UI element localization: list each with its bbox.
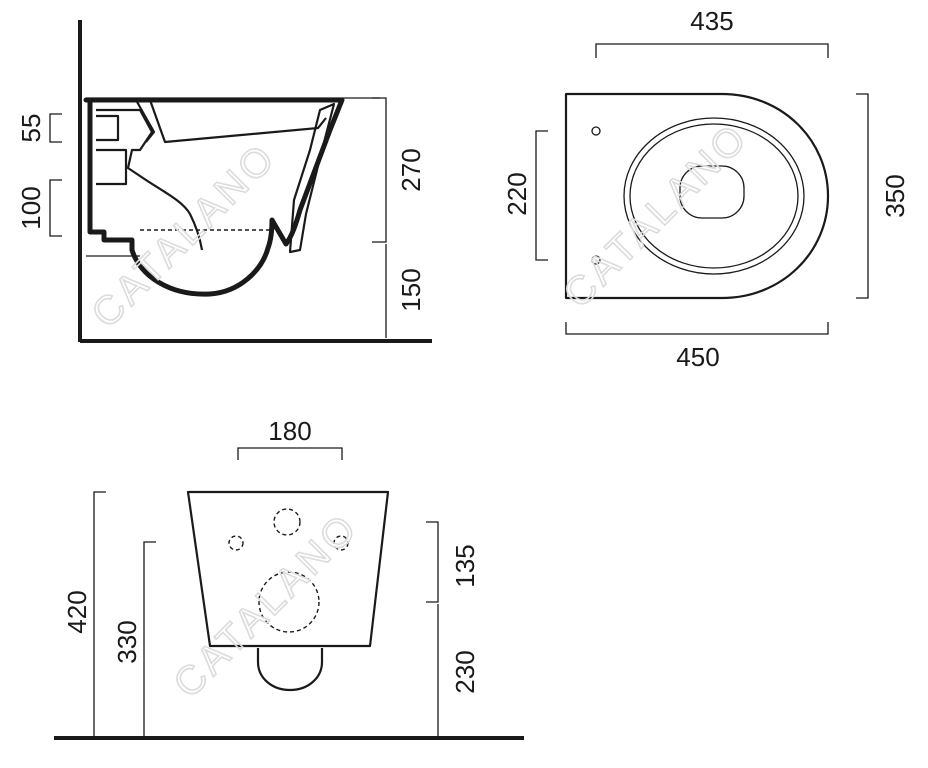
dim-label-150: 150 [396, 268, 426, 311]
dim-label-230: 230 [450, 650, 480, 693]
dim-label-420: 420 [62, 590, 92, 633]
dim-bracket-330 [143, 541, 156, 736]
top-rim-outer [623, 117, 805, 275]
rear-bolt-hole-left [228, 535, 244, 551]
dim-label-350: 350 [880, 174, 910, 217]
rear-watermark: CATALANO [165, 504, 367, 706]
side-view: 55 100 270 150 CATALANO [16, 20, 432, 343]
rear-outlet [256, 648, 324, 692]
dim-bracket-100 [49, 179, 62, 237]
top-bowl-outline [564, 92, 830, 300]
dim-bracket-180 [237, 447, 343, 460]
dim-label-330: 330 [112, 620, 142, 663]
side-inner-bowl [148, 99, 327, 144]
dim-bracket-420 [93, 491, 106, 736]
top-fixing-hole-lower [591, 255, 601, 265]
rear-view: 180 420 330 135 230 CATALANO [54, 416, 524, 740]
dim-bracket-450 [565, 322, 829, 335]
dim-bracket-350 [856, 93, 869, 299]
dim-label-55: 55 [16, 114, 46, 143]
dim-label-220: 220 [502, 172, 532, 215]
side-pipe-upper [96, 114, 120, 142]
top-drain-opening [679, 165, 745, 219]
rear-bolt-hole-right [333, 535, 349, 551]
side-trap [288, 102, 336, 254]
dim-bracket-55 [49, 113, 62, 143]
dim-bracket-270 [372, 97, 387, 243]
top-view: 435 220 350 450 CATALANO [502, 6, 910, 372]
dim-bracket-220 [535, 130, 548, 261]
top-watermark: CATALANO [555, 114, 757, 316]
top-rim-inner [629, 123, 799, 269]
dim-label-180: 180 [268, 416, 311, 446]
side-watermark: CATALANO [83, 134, 285, 336]
dim-label-270: 270 [396, 148, 426, 191]
top-fixing-hole-upper [591, 126, 601, 136]
side-rim-front [135, 99, 156, 143]
dim-bracket-435 [595, 43, 829, 58]
side-inner-profile [96, 108, 204, 251]
rear-outlet-hole [258, 571, 320, 633]
dim-label-100: 100 [16, 186, 46, 229]
side-pipe-lower [96, 148, 128, 186]
dim-label-450: 450 [676, 342, 719, 372]
rear-inlet-hole [273, 508, 301, 536]
rear-body-outline [186, 490, 390, 648]
dim-label-135: 135 [450, 544, 480, 587]
dim-bracket-135 [426, 521, 439, 603]
dim-label-435: 435 [690, 6, 733, 36]
